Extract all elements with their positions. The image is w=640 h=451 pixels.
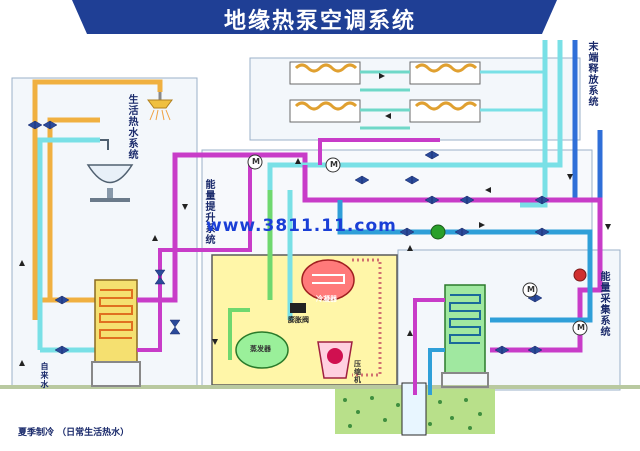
shower-head xyxy=(147,99,173,109)
ground-surface xyxy=(0,385,640,389)
terminal-interconnect-pipes xyxy=(360,70,410,130)
orange-pipe-top xyxy=(32,79,163,320)
expansion-valve-label: 膨胀阀 xyxy=(288,316,309,324)
compressor-motor xyxy=(327,348,343,364)
flow-arrows xyxy=(19,73,611,366)
refrigerant-line xyxy=(352,258,382,377)
soil-texture xyxy=(343,396,482,430)
magenta-pipe-upper xyxy=(318,138,440,165)
condenser-coil xyxy=(312,274,345,284)
sink-basin xyxy=(86,164,134,184)
watermark-url: www.3811.11.com xyxy=(206,216,397,236)
orange-pipe-inner xyxy=(47,117,100,300)
motor-valve-letter-2: M xyxy=(330,160,338,169)
motor-valve-letter-1: M xyxy=(252,157,260,166)
terminal-release-system-label: 末端释放系统 xyxy=(588,42,599,108)
valves xyxy=(27,120,550,355)
shower-spray xyxy=(149,109,171,121)
blue-pipe-ground xyxy=(428,348,445,395)
energy-collection-system-label: 能量采集系统 xyxy=(600,272,611,338)
magenta-pipe-ground xyxy=(413,298,445,395)
magenta-pipe-left-top xyxy=(137,152,308,303)
left-exchanger-stand xyxy=(91,361,141,387)
pump-ground xyxy=(573,268,587,282)
right-heat-exchanger xyxy=(444,284,486,374)
cyan-pipe-terminal-supply xyxy=(267,40,563,190)
energy-boost-system-label: 能量提升系统 xyxy=(205,180,216,246)
page-title: 地缘热泵空调系统 xyxy=(223,9,416,34)
title-banner xyxy=(72,0,557,34)
mode-caption: 夏季制冷 （日常生活热水） xyxy=(18,428,130,438)
pump-main xyxy=(430,224,446,240)
tap-water-label: 自来水 xyxy=(40,362,49,389)
sink-stand xyxy=(107,188,113,200)
motor-valve-letter-3: M xyxy=(527,285,535,294)
left-exchanger-coil xyxy=(99,289,133,339)
condenser-vessel xyxy=(301,259,355,301)
motor-valves xyxy=(247,154,588,336)
green-pipe-bottom xyxy=(228,308,250,360)
right-exchanger-stand xyxy=(441,372,489,388)
expansion-valve-body xyxy=(290,303,306,313)
evaporator-vessel xyxy=(235,331,289,369)
cyan-pipe-left xyxy=(37,137,100,350)
condenser-label: 冷凝器 xyxy=(316,295,337,303)
sink-base xyxy=(90,198,130,202)
faucet xyxy=(100,139,109,150)
blue-pipe-main xyxy=(337,200,593,323)
hot-water-system-label: 生活热水系统 xyxy=(128,95,139,161)
compressor-label: 压缩机 xyxy=(354,360,361,384)
motor-valve-letter-4: M xyxy=(577,323,585,332)
magenta-pipe-main xyxy=(302,165,603,353)
cyan-pipe-terminal-return xyxy=(520,40,548,208)
right-exchanger-coil xyxy=(449,294,481,344)
terminal-riser-pipes xyxy=(480,70,545,112)
evaporator-label: 蒸发器 xyxy=(250,345,271,353)
